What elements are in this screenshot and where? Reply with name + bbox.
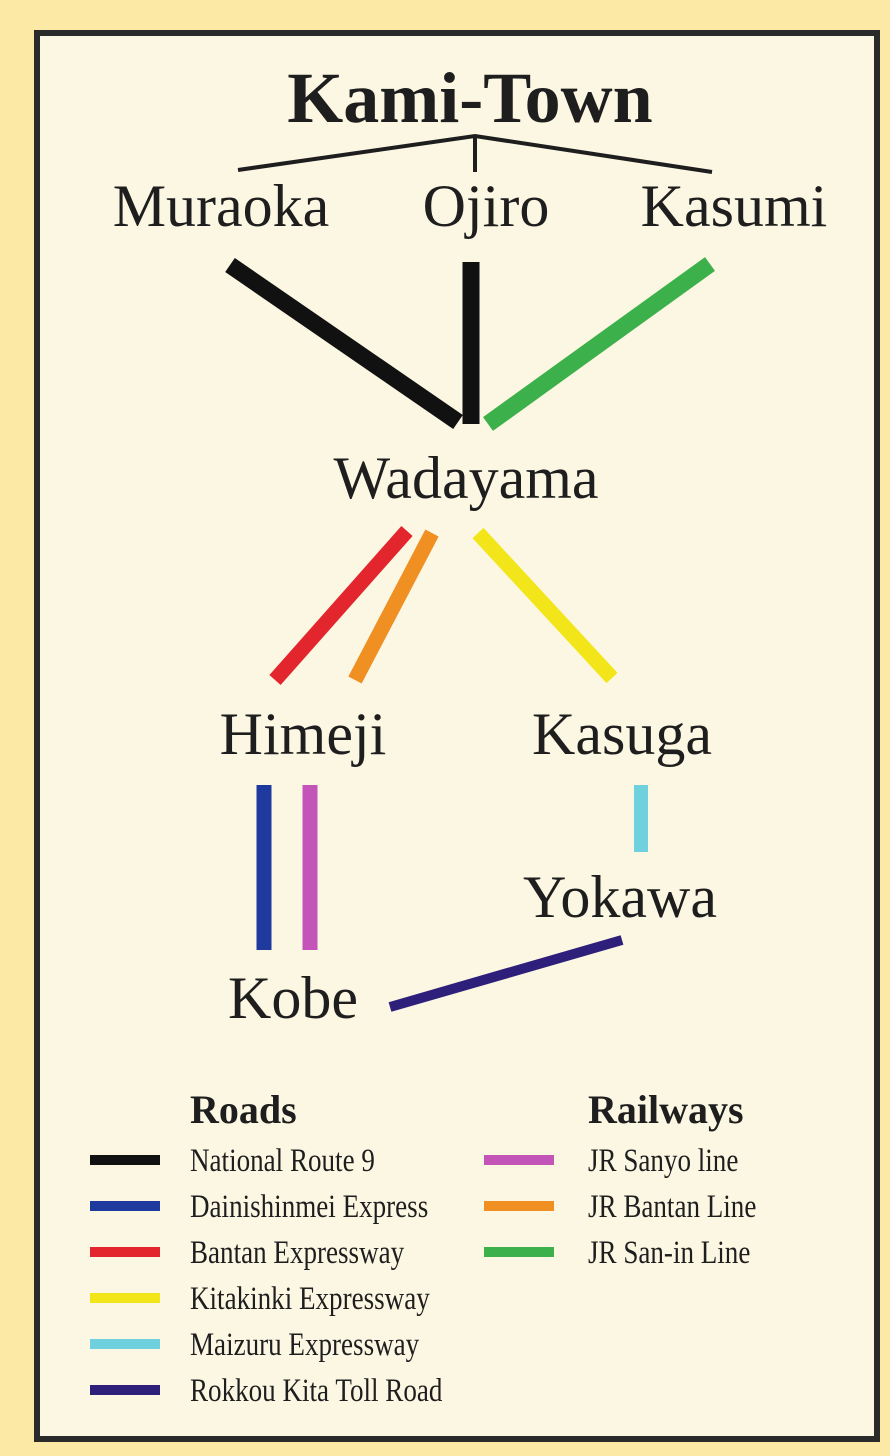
legend-road-swatch xyxy=(90,1293,160,1303)
legend-road-item: Rokkou Kita Toll Road xyxy=(0,1371,890,1411)
legend-railway-label: JR Sanyo line xyxy=(588,1143,739,1179)
route-kitakinki-expressway xyxy=(472,527,618,684)
node-label-wadayama: Wadayama xyxy=(333,445,599,511)
route-bantan-expressway xyxy=(269,526,413,685)
legend-road-swatch xyxy=(90,1155,160,1165)
diagram-title: Kami-Town xyxy=(287,58,653,138)
legend-road-item: Maizuru Expressway xyxy=(0,1325,890,1365)
legend-railway-item: JR Sanyo line xyxy=(0,1141,890,1181)
legend-road-swatch xyxy=(90,1385,160,1395)
node-label-himeji: Himeji xyxy=(219,701,387,767)
route-rokkou-kita-toll-road xyxy=(388,935,624,1012)
legend-railway-swatch xyxy=(484,1201,554,1211)
route-jr-san-in-line xyxy=(483,257,715,431)
route-national-route-9-muraoka xyxy=(225,257,463,430)
legend-road-item: Kitakinki Expressway xyxy=(0,1279,890,1319)
legend-road-swatch xyxy=(90,1201,160,1211)
legend-road-swatch xyxy=(90,1339,160,1349)
node-label-yokawa: Yokawa xyxy=(523,864,717,930)
legend-road-item: Bantan Expressway xyxy=(0,1233,890,1273)
legend-railway-item: JR San-in Line xyxy=(0,1233,890,1273)
map-card xyxy=(34,30,880,1442)
legend-heading-roads: Roads xyxy=(190,1087,297,1132)
legend-road-swatch xyxy=(90,1247,160,1257)
legend-railway-label: JR San-in Line xyxy=(588,1235,751,1271)
legend-road-label: Dainishinmei Express xyxy=(190,1189,429,1225)
legend-railway-label: JR Bantan Line xyxy=(588,1189,757,1225)
legend-railway-swatch xyxy=(484,1247,554,1257)
legend-road-label: Maizuru Expressway xyxy=(190,1327,420,1363)
route-jr-bantan-line xyxy=(348,529,439,684)
town-label-ojiro: Ojiro xyxy=(422,173,550,239)
legend-road-item: National Route 9 xyxy=(0,1141,890,1181)
town-label-muraoka: Muraoka xyxy=(112,173,330,239)
town-label-kasumi: Kasumi xyxy=(640,173,828,239)
legend-road-label: Rokkou Kita Toll Road xyxy=(190,1373,443,1409)
legend-heading-railways: Railways xyxy=(588,1087,744,1132)
legend-railway-swatch xyxy=(484,1155,554,1165)
legend-road-label: Kitakinki Expressway xyxy=(190,1281,430,1317)
legend-road-label: National Route 9 xyxy=(190,1143,375,1179)
title-bracket xyxy=(237,133,713,174)
node-label-kasuga: Kasuga xyxy=(532,701,712,767)
legend-road-label: Bantan Expressway xyxy=(190,1235,405,1271)
legend-railway-item: JR Bantan Line xyxy=(0,1187,890,1227)
node-label-kobe: Kobe xyxy=(228,965,358,1031)
legend-road-item: Dainishinmei Express xyxy=(0,1187,890,1227)
